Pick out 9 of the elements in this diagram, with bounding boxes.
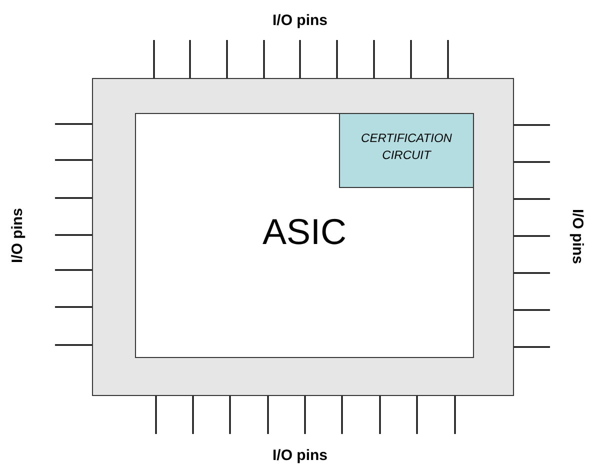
certification-circuit-box [339, 113, 474, 188]
pin-group-label: I/O pins [272, 12, 328, 28]
pin-group-label: I/O pins [568, 208, 586, 264]
block-label: CERTIFICATION CIRCUIT [360, 130, 453, 164]
pin-group-label: I/O pins [272, 446, 328, 464]
chip-package [92, 78, 514, 396]
asic-die [135, 113, 474, 358]
pin-group-label: I/O pins [8, 208, 26, 262]
chip-label: ASIC [261, 212, 348, 252]
